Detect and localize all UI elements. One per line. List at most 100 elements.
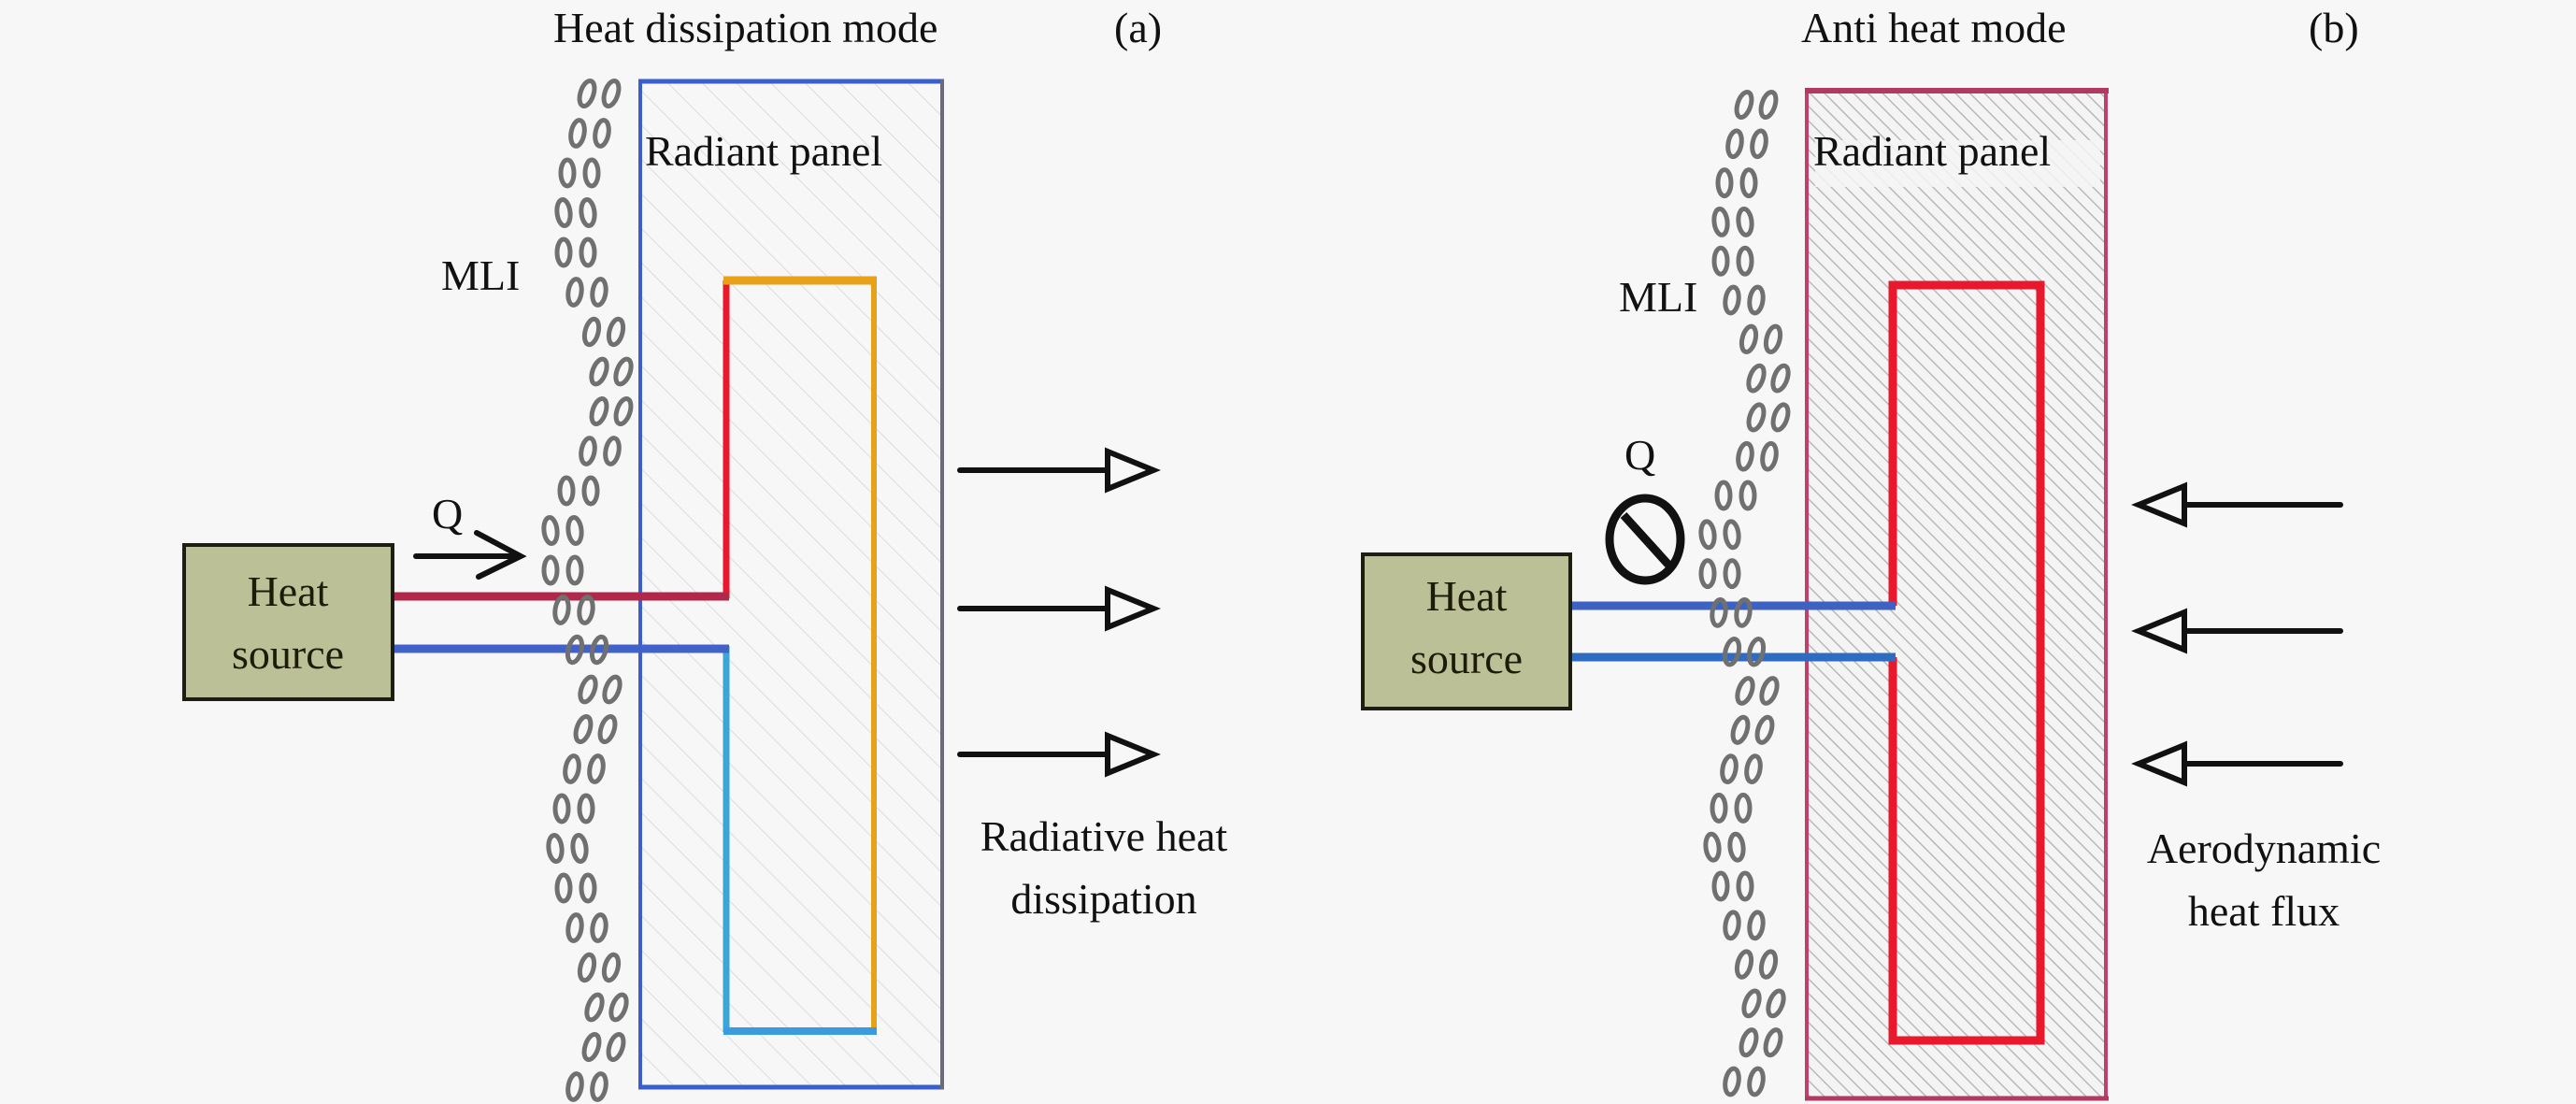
mli-foil-mark (1739, 323, 1759, 354)
mli-foil-mark (608, 992, 629, 1023)
mli-foil-mark (590, 277, 608, 308)
mli-foil-mark (573, 714, 594, 744)
mli-foil-mark (613, 356, 634, 387)
mli-foil-mark (581, 316, 602, 348)
panel-a: Heat dissipation mode (a) Radiant panel … (182, 4, 1228, 1102)
mli-foil-mark (565, 634, 585, 666)
external-label-b-line2: heat flux (2188, 887, 2340, 935)
heat-source-b (1361, 552, 1572, 710)
heat-source-label-a-line1: Heat (248, 567, 329, 615)
mli-foil-mark (577, 79, 597, 108)
panel-tag-a: (a) (1114, 4, 1162, 51)
heat-source-label-b-line2: source (1410, 635, 1523, 682)
mli-foil-mark (568, 118, 587, 149)
mli-foil-mark (577, 952, 597, 983)
mli-foil-mark (603, 436, 622, 466)
mli-foil-mark (1734, 90, 1754, 120)
mli-foil-mark (1736, 440, 1754, 472)
mli-foil-mark (597, 714, 618, 744)
panel-tag-b: (b) (2309, 4, 2359, 51)
radiant-panel-a (640, 81, 942, 1087)
mli-foil-mark (541, 554, 560, 586)
mli-foil-mark (1750, 128, 1768, 160)
mli-foil-mark (602, 674, 623, 705)
mli-foil-mark (589, 356, 609, 387)
mli-layer-a (541, 79, 634, 1102)
mli-foil-mark (565, 1071, 584, 1102)
mli-foil-mark (577, 793, 595, 824)
mli-foil-mark (1736, 870, 1754, 902)
mli-foil-mark (590, 1071, 608, 1102)
mli-foil-mark (581, 475, 600, 507)
heat-source-label-a-line2: source (232, 630, 344, 678)
arrow-right-icon (957, 731, 1161, 778)
mli-foil-mark (1710, 597, 1728, 628)
mli-foil-mark (1698, 558, 1717, 590)
mli-foil-mark (1747, 1066, 1766, 1097)
mli-foil-mark (1763, 1027, 1783, 1058)
mli-foil-mark (1730, 714, 1751, 745)
mli-foil-mark (1759, 676, 1780, 706)
mli-foil-mark (1741, 988, 1762, 1019)
mli-foil-mark (1711, 870, 1730, 902)
mli-foil-mark (1739, 167, 1758, 199)
mli-foil-mark (1723, 1066, 1741, 1097)
mli-foil-mark (1746, 637, 1767, 667)
mli-foil-mark (1770, 363, 1791, 394)
arrow-left-icon (2131, 740, 2343, 787)
external-label-a-line1: Radiative heat (980, 812, 1228, 860)
mli-foil-mark (1744, 753, 1763, 784)
mli-foil-mark (606, 1032, 626, 1062)
external-label-a-line2: dissipation (1010, 875, 1196, 923)
mli-foil-mark (1720, 753, 1739, 784)
mli-foil-mark (1714, 480, 1733, 511)
mli-foil-mark (589, 634, 609, 666)
q-label-b: Q (1624, 431, 1655, 479)
mli-foil-mark (554, 197, 573, 228)
mli-foil-mark (579, 197, 597, 228)
mli-foil-mark (554, 872, 573, 904)
mli-foil-mark (1758, 949, 1779, 980)
mli-foil-mark (1722, 637, 1742, 667)
mli-foil-mark (601, 952, 622, 983)
mli-foil-mark (565, 515, 584, 546)
mli-foil-mark (1715, 167, 1734, 199)
mli-foil-mark (579, 436, 597, 466)
loop-b (1888, 280, 2045, 1045)
q-flow-arrow-icon-a (413, 530, 527, 580)
arrow-left-icon (2131, 608, 2343, 654)
mli-foil-mark (570, 833, 589, 864)
mli-foil-mark (1723, 519, 1741, 551)
mli-foil-mark (579, 237, 597, 268)
mli-foil-mark (558, 157, 577, 189)
mli-foil-mark (565, 277, 584, 308)
mli-foil-mark (613, 396, 634, 426)
mli-foil-mark (1723, 558, 1741, 590)
mli-foil-mark (1746, 363, 1767, 394)
mli-foil-mark (1725, 128, 1744, 160)
mli-foil-mark (1723, 910, 1741, 941)
mli-foil-mark (1754, 714, 1775, 745)
heat-source-label-b-line1: Heat (1426, 572, 1508, 620)
mli-foil-mark (1739, 480, 1757, 511)
mli-foil-mark (1734, 792, 1753, 824)
mli-foil-mark (1747, 284, 1766, 316)
mli-foil-mark (1698, 519, 1717, 551)
mli-foil-mark (1723, 284, 1741, 316)
radiant-panel-label-b-bg (1815, 140, 2100, 187)
q-label-a: Q (432, 490, 463, 538)
prohibited-icon-b (1605, 494, 1685, 585)
mode-title-b: Anti heat mode (1801, 4, 2067, 51)
mli-foil-mark (589, 396, 609, 426)
mli-foil-mark (1758, 90, 1779, 120)
mli-foil-mark (1766, 988, 1786, 1019)
mli-foil-mark (606, 316, 626, 348)
radiant-panel-b (1805, 89, 2108, 1100)
mli-foil-mark (563, 753, 581, 784)
mli-foil-mark (1736, 206, 1754, 237)
arrow-right-icon (957, 585, 1161, 632)
mli-layer-b (1698, 90, 1791, 1097)
external-label-b-line1: Aerodynamic (2147, 824, 2381, 872)
mli-label-b: MLI (1619, 273, 1697, 321)
